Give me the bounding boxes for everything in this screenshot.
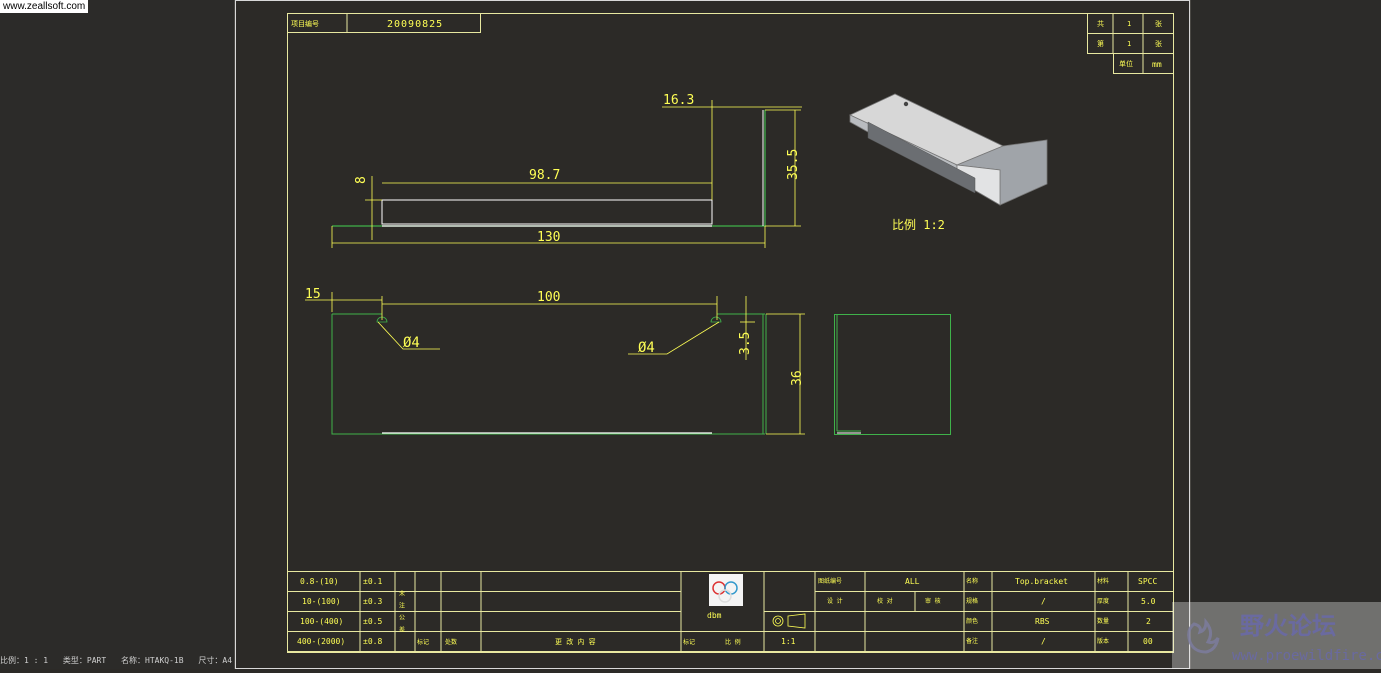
status-bar: 比例：1 : 1 类型：PART 名称：HTAKQ-1B 尺寸：A4: [0, 655, 242, 666]
sheet-no-label: 第: [1097, 39, 1104, 48]
field-color-value: RBS: [1035, 617, 1050, 626]
tol-vertical-label: 未注公差: [398, 589, 405, 638]
projection-symbol-icon: [772, 613, 806, 629]
tol-range-1: 0.8-(10): [300, 577, 339, 586]
dim-36: 36: [790, 370, 805, 386]
flame-logo-icon: [1187, 617, 1220, 654]
sheet-no-value: 1: [1127, 40, 1131, 48]
title-block: [287, 571, 1174, 652]
sheet-info-box: [1087, 13, 1174, 74]
sheet-total-value: 1: [1127, 20, 1131, 28]
drawing-frame: [287, 13, 1174, 653]
top-view[interactable]: 15 100 Ø4 Ø4 3.5: [305, 287, 765, 435]
drawing-no-label: 图纸编号: [818, 577, 842, 585]
field-color-label: 颜色: [966, 617, 978, 625]
right-panel: [1190, 0, 1381, 669]
unit-label: 单位: [1119, 59, 1133, 68]
dim-8: 8: [354, 176, 369, 184]
dim-35-5: 35.5: [786, 149, 801, 180]
end-view[interactable]: [834, 314, 951, 435]
scale-value: 1:1: [781, 637, 796, 646]
tol-range-4: 400-(2000): [297, 637, 345, 646]
company-logo: dbm: [707, 574, 743, 620]
forum-watermark: 野火论坛 www.proewildfire.cn: [1172, 602, 1381, 669]
top-watermark: www.zeallsoft.com: [0, 0, 89, 13]
tol-value-2: ±0.3: [363, 597, 382, 606]
dim-100: 100: [537, 290, 560, 305]
forum-name: 野火论坛: [1240, 612, 1336, 640]
dim-130: 130: [537, 230, 560, 245]
logo-text: dbm: [707, 611, 722, 620]
field-name-value: Top.bracket: [1015, 577, 1068, 586]
drawing-sheet[interactable]: 项目编号 20090825 共 1 张 第 1 张 单位 mm 16.3 98.…: [235, 0, 1190, 669]
field-remark-label: 备注: [966, 637, 978, 645]
front-view[interactable]: 16.3 98.7 8 35.5 130: [331, 93, 802, 248]
check-label: 校 对: [877, 597, 893, 605]
rev-count-label: 处数: [445, 638, 457, 646]
dim-16-3: 16.3: [663, 93, 694, 108]
sheet-total-unit: 张: [1155, 19, 1162, 28]
side-view[interactable]: 36: [762, 313, 805, 435]
field-qty-value: 2: [1146, 617, 1151, 626]
forum-url: www.proewildfire.cn: [1232, 648, 1381, 664]
approve-label: 审 核: [925, 597, 941, 605]
left-panel: [0, 0, 235, 669]
tol-value-4: ±0.8: [363, 637, 382, 646]
rev-content-label: 更 改 内 容: [555, 637, 596, 646]
header-box: [287, 13, 481, 33]
header-label: 项目编号: [291, 19, 319, 28]
scale-note: 比例 1:2: [892, 218, 945, 232]
rev-mark-label: 标记: [417, 638, 429, 646]
tol-range-2: 10-(100): [302, 597, 341, 606]
drawing-canvas: 项目编号 20090825 共 1 张 第 1 张 单位 mm 16.3 98.…: [235, 0, 1190, 669]
tol-range-3: 100-(400): [300, 617, 343, 626]
status-type: 类型：PART: [62, 656, 107, 665]
sheet-no-unit: 张: [1155, 39, 1162, 48]
dim-3-5: 3.5: [738, 332, 753, 355]
header-value: 20090825: [387, 19, 443, 30]
field-name-label: 名称: [966, 577, 978, 585]
field-version-value: 00: [1143, 637, 1153, 646]
design-label: 设 计: [827, 597, 843, 605]
field-material-label: 材料: [1097, 577, 1109, 585]
dim-phi4-right: Ø4: [638, 340, 655, 356]
tol-value-3: ±0.5: [363, 617, 382, 626]
status-size: 尺寸：A4: [198, 656, 233, 665]
sheet-total-label: 共: [1097, 19, 1104, 28]
status-scale: 比例：1 : 1: [0, 656, 49, 665]
dim-15: 15: [305, 287, 321, 302]
field-thickness-value: 5.0: [1141, 597, 1156, 606]
tol-value-1: ±0.1: [363, 577, 382, 586]
field-material-value: SPCC: [1138, 577, 1157, 586]
isometric-view[interactable]: [849, 93, 1048, 206]
field-remark-value: /: [1041, 637, 1046, 646]
all-value: ALL: [905, 577, 920, 586]
field-spec-label: 规格: [966, 597, 978, 605]
dim-98-7: 98.7: [529, 168, 560, 183]
sheet-outer-border: [235, 0, 1190, 669]
field-qty-label: 数量: [1097, 617, 1109, 625]
dim-phi4-left: Ø4: [403, 335, 420, 351]
unit-value: mm: [1152, 60, 1162, 69]
field-spec-value: /: [1041, 597, 1046, 606]
status-name: 名称：HTAKQ-1B: [121, 656, 184, 665]
field-version-label: 版本: [1097, 637, 1109, 645]
scale-label: 比 例: [725, 638, 741, 646]
field-thickness-label: 厚度: [1097, 597, 1109, 605]
logo-mark: 标记: [683, 638, 695, 646]
